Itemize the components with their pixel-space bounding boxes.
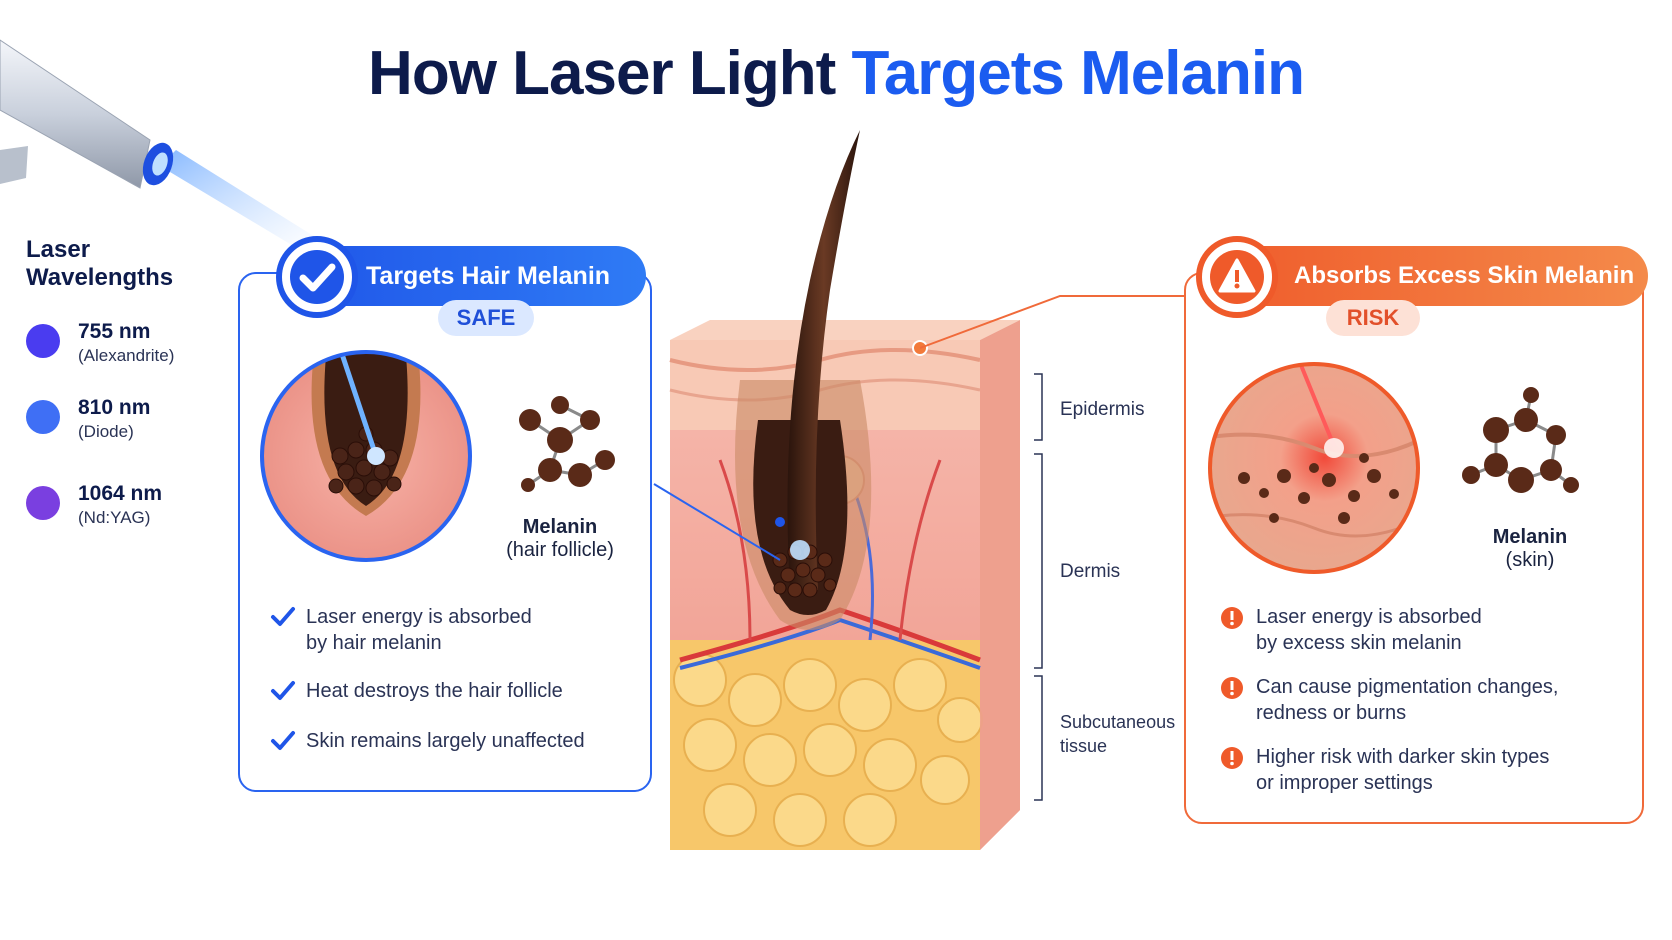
melanin-label-right: Melanin (skin) <box>1492 526 1568 571</box>
skin-melanin-magnified <box>1208 362 1420 574</box>
melanin-molecule-icon <box>519 396 615 492</box>
layer-label-dermis: Dermis <box>1060 561 1121 582</box>
laser-handpiece-illustration <box>0 39 320 250</box>
exclamation-circle-icon <box>1221 747 1243 769</box>
title-part1: How Laser Light <box>368 39 836 108</box>
safe-tag: SAFE <box>438 300 534 336</box>
wavelength-1064: 1064 nm (Nd:YAG) <box>26 482 236 534</box>
wavelengths-heading: Laser Wavelengths <box>26 236 174 291</box>
exclamation-circle-icon <box>1221 677 1243 699</box>
safe-panel <box>238 272 652 792</box>
checkmark-icon <box>271 731 295 750</box>
risk-tag: RISK <box>1326 300 1420 336</box>
hair-follicle-magnified <box>260 350 472 562</box>
wavelength-dot <box>26 324 60 358</box>
laser-beam <box>160 150 320 250</box>
layer-label-subcutaneous: Subcutaneous tissue <box>1060 712 1176 756</box>
check-icon <box>276 236 358 318</box>
layer-label-epidermis: Epidermis <box>1060 399 1145 420</box>
wavelength-810: 810 nm (Diode) <box>26 396 236 448</box>
wavelength-755: 755 nm (Alexandrite) <box>26 320 236 372</box>
checkmark-icon <box>271 607 295 626</box>
melanin-molecule-icon <box>1462 387 1579 493</box>
wavelength-dot <box>26 400 60 434</box>
page-title: How Laser Light Targets Melanin <box>0 38 1672 109</box>
checkmark-icon <box>271 681 295 700</box>
skin-cross-section <box>669 130 1020 850</box>
melanin-label-left: Melanin (hair follicle) <box>506 516 614 561</box>
hair-shaft <box>787 130 860 590</box>
wavelength-dot <box>26 486 60 520</box>
warning-triangle-icon <box>1196 236 1278 318</box>
exclamation-circle-icon <box>1221 607 1243 629</box>
title-part2: Targets Melanin <box>851 39 1305 108</box>
